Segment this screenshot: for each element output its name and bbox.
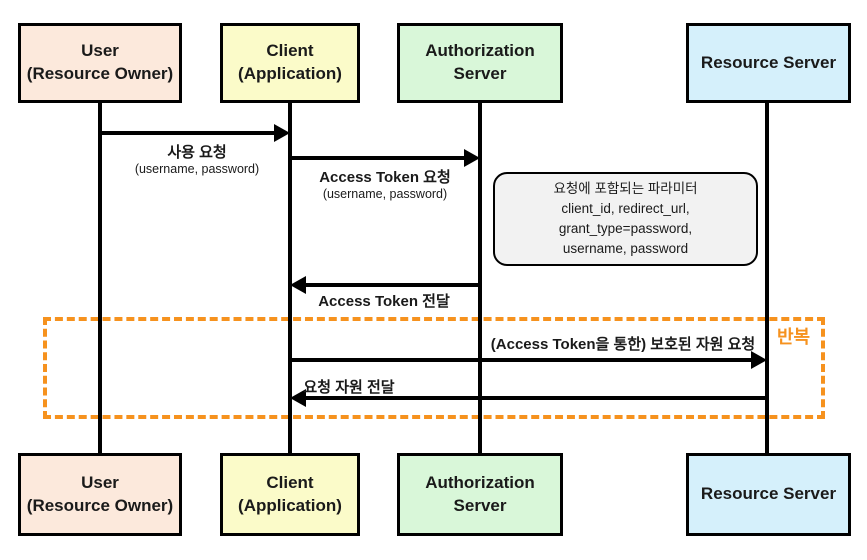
actor-box-client-bottom: Client (Application)	[220, 453, 360, 536]
message-sublabel-use-request: (username, password)	[134, 162, 260, 176]
actor-box-user-top: User (Resource Owner)	[18, 23, 182, 103]
lifeline-authorization-server	[478, 103, 482, 453]
actor-box-authorization-server-top: Authorization Server	[397, 23, 563, 103]
actor-title: Resource Server	[700, 52, 837, 72]
actor-title: Resource Server	[700, 484, 837, 504]
actor-box-resource-server-top: Resource Server	[686, 23, 851, 103]
arrow-requested-resource-delivery	[290, 389, 767, 407]
arrow-access-token-delivery	[290, 276, 480, 294]
message-sublabel-access-token-request: (username, password)	[322, 187, 448, 201]
actor-box-user-bottom: User (Resource Owner)	[18, 453, 182, 536]
message-label-access-token-request: Access Token 요청	[319, 169, 451, 186]
repeat-loop-box	[43, 317, 825, 419]
actor-title: Authorization Server	[425, 472, 535, 515]
arrow-access-token-request	[290, 149, 480, 167]
actor-subtitle: (Resource Owner)	[26, 495, 174, 515]
note-line: 요청에 포함되는 파라미터	[553, 181, 698, 196]
message-label-protected-resource-request: (Access Token을 통한) 보호된 자원 요청	[490, 336, 756, 353]
actor-title: User	[81, 472, 119, 492]
parameters-note: 요청에 포함되는 파라미터 client_id, redirect_url, g…	[493, 172, 758, 266]
actor-title: User	[81, 41, 119, 61]
actor-subtitle: (Application)	[238, 64, 342, 83]
message-label-access-token-delivery: Access Token 전달	[318, 293, 450, 310]
arrow-use-request	[100, 124, 290, 142]
note-line: username, password	[562, 241, 689, 256]
actor-title: Client	[266, 41, 314, 61]
actor-subtitle: (Application)	[238, 495, 342, 515]
actor-title: Authorization Server	[425, 41, 535, 83]
repeat-loop-label: 반복	[777, 327, 811, 347]
actor-box-client-top: Client (Application)	[220, 23, 360, 103]
lifeline-resource-server	[765, 103, 769, 453]
actor-subtitle: (Resource Owner)	[26, 64, 174, 83]
message-label-requested-resource-delivery: 요청 자원 전달	[303, 379, 395, 396]
note-line: grant_type=password,	[558, 221, 693, 236]
lifeline-user	[98, 103, 102, 453]
note-line: client_id, redirect_url,	[561, 201, 690, 216]
actor-title: Client	[266, 472, 314, 492]
message-label-use-request: 사용 요청	[167, 144, 227, 161]
actor-box-authorization-server-bottom: Authorization Server	[397, 453, 563, 536]
arrow-protected-resource-request	[290, 351, 767, 369]
actor-box-resource-server-bottom: Resource Server	[686, 453, 851, 536]
